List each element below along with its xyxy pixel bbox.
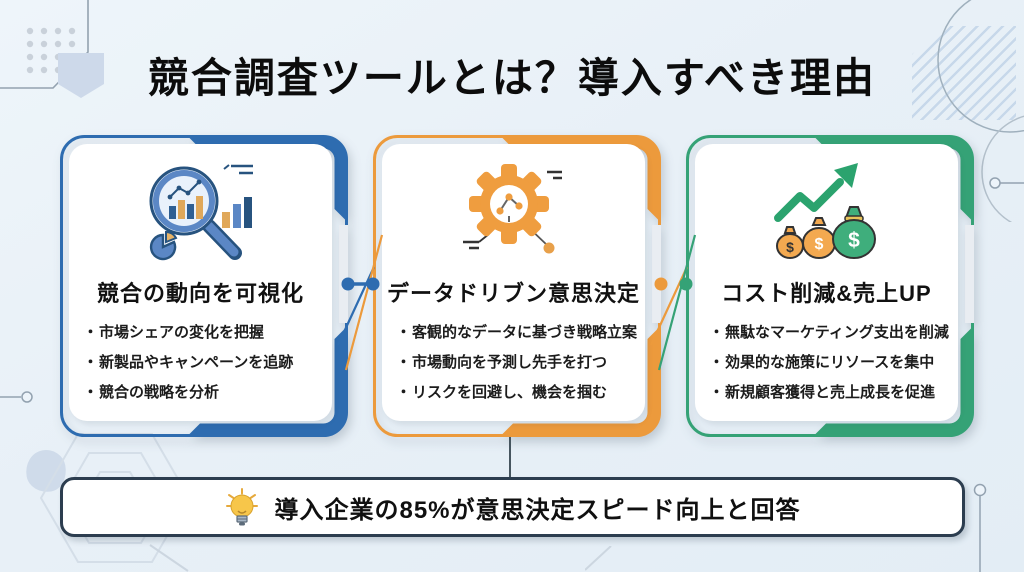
right-node-line-decoration: [989, 177, 1024, 189]
bullet-marker: ・: [83, 384, 99, 401]
bottom-node-line-decoration: [973, 483, 987, 572]
connector-card2-banner: [509, 437, 511, 478]
card-body: 競合の動向を可視化 ・市場シェアの変化を把握 ・新製品やキャンペーンを追跡 ・競…: [69, 144, 332, 421]
card-data-driven-decision: データドリブン意思決定 ・客観的なデータに基づき戦略立案 ・市場動向を予測し先手…: [373, 135, 661, 437]
magnifier-analytics-icon: [69, 144, 332, 272]
bullet-text: リスクを回避し、機会を掴む: [412, 384, 608, 401]
svg-text:$: $: [786, 239, 794, 255]
svg-text:$: $: [848, 229, 860, 252]
bullet-marker: ・: [709, 384, 725, 401]
connector-card1-card2: [337, 234, 384, 371]
bullet-item: ・新規顧客獲得と売上成長を促進: [709, 378, 952, 408]
bullet-item: ・市場シェアの変化を把握: [83, 318, 326, 348]
bullet-item: ・新製品やキャンペーンを追跡: [83, 348, 326, 378]
bullet-text: 競合の戦略を分析: [99, 384, 220, 401]
left-node-line-decoration: [0, 391, 33, 403]
bullet-text: 新製品やキャンペーンを追跡: [99, 354, 294, 371]
bullet-marker: ・: [396, 384, 412, 401]
card-heading: コスト削減&売上UP: [721, 281, 932, 306]
bullet-text: 効果的な施策にリソースを集中: [725, 354, 935, 371]
bullet-item: ・無駄なマーケティング支出を削減: [709, 318, 952, 348]
bullet-list: ・市場シェアの変化を把握 ・新製品やキャンペーンを追跡 ・競合の戦略を分析: [69, 318, 332, 408]
bullet-marker: ・: [709, 324, 725, 341]
circuit-line-decoration: [149, 544, 189, 572]
bullet-marker: ・: [83, 354, 99, 371]
bullet-marker: ・: [396, 324, 412, 341]
page-title: 競合調査ツールとは？導入すべき理由: [147, 55, 877, 101]
bullet-marker: ・: [709, 354, 725, 371]
bullet-item: ・市場動向を予測し先手を打つ: [396, 348, 639, 378]
statistic-banner: 導入企業の85%が意思決定スピード向上と回答: [60, 477, 965, 537]
card-body: $ $ $ コスト削減&売上UP ・無駄なマーケティング支出を削減 ・効果的な施…: [695, 144, 958, 421]
svg-text:$: $: [814, 236, 823, 253]
bullet-item: ・競合の戦略を分析: [83, 378, 326, 408]
money-growth-icon: $ $ $: [695, 144, 958, 272]
bullet-text: 新規顧客獲得と売上成長を促進: [725, 384, 936, 401]
bullet-text: 市場シェアの変化を把握: [99, 324, 265, 341]
bullet-text: 無駄なマーケティング支出を削減: [725, 324, 949, 341]
lightbulb-icon: [226, 488, 259, 526]
bullet-item: ・リスクを回避し、機会を掴む: [396, 378, 639, 408]
bullet-marker: ・: [83, 324, 99, 341]
bullet-item: ・効果的な施策にリソースを集中: [709, 348, 952, 378]
card-heading: 競合の動向を可視化: [96, 281, 304, 306]
card-heading: データドリブン意思決定: [386, 281, 640, 306]
card-body: データドリブン意思決定 ・客観的なデータに基づき戦略立案 ・市場動向を予測し先手…: [382, 144, 645, 421]
card-competitor-visibility: 競合の動向を可視化 ・市場シェアの変化を把握 ・新製品やキャンペーンを追跡 ・競…: [60, 135, 348, 437]
bullet-text: 客観的なデータに基づき戦略立案: [412, 324, 638, 341]
gear-network-icon: [382, 144, 645, 272]
bullet-list: ・客観的なデータに基づき戦略立案 ・市場動向を予測し先手を打つ ・リスクを回避し…: [382, 318, 645, 408]
bullet-text: 市場動向を予測し先手を打つ: [412, 354, 608, 371]
circuit-line-decoration: [585, 546, 612, 571]
connector-card2-card3: [650, 234, 697, 371]
bullet-item: ・客観的なデータに基づき戦略立案: [396, 318, 639, 348]
banner-text: 導入企業の85%が意思決定スピード向上と回答: [274, 496, 801, 524]
card-cost-reduction-sales-up: $ $ $ コスト削減&売上UP ・無駄なマーケティング支出を削減 ・効果的な施…: [686, 135, 974, 437]
bullet-marker: ・: [396, 354, 412, 371]
bullet-list: ・無駄なマーケティング支出を削減 ・効果的な施策にリソースを集中 ・新規顧客獲得…: [695, 318, 958, 408]
